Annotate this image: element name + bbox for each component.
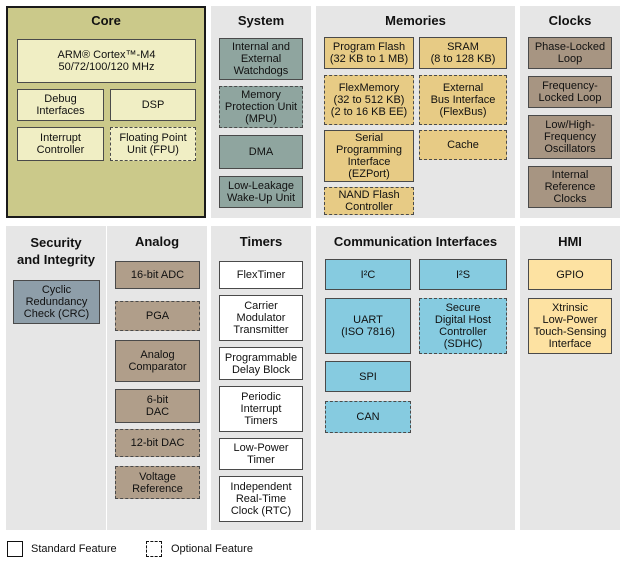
i2c-block: I²C xyxy=(325,259,411,290)
security-panel: Security and Integrity Cyclic Redundancy… xyxy=(6,226,106,530)
voltage-reference-block: Voltage Reference xyxy=(115,466,200,499)
carrier-modulator-transmitter-block: Carrier Modulator Transmitter xyxy=(219,295,303,341)
hmi-title: HMI xyxy=(558,234,582,249)
hmi-panel: HMI GPIO Xtrinsic Low-Power Touch-Sensin… xyxy=(520,226,620,530)
watchdogs-block: Internal and External Watchdogs xyxy=(219,38,303,80)
rtc-block: Independent Real-Time Clock (RTC) xyxy=(219,476,303,522)
programmable-delay-block: Programmable Delay Block xyxy=(219,347,303,380)
analog-panel: Analog 16-bit ADC PGA Analog Comparator … xyxy=(107,226,207,530)
communication-panel: Communication Interfaces I²C I²S UART (I… xyxy=(316,226,515,530)
analog-comparator-block: Analog Comparator xyxy=(115,340,200,382)
ezport-block: Serial Programming Interface (EZPort) xyxy=(324,130,414,182)
internal-reference-clocks-block: Internal Reference Clocks xyxy=(528,166,612,208)
can-block: CAN xyxy=(325,401,411,433)
fpu-block: Floating Point Unit (FPU) xyxy=(110,127,196,161)
program-flash-block: Program Flash (32 KB to 1 MB) xyxy=(324,37,414,69)
flexbus-block: External Bus Interface (FlexBus) xyxy=(419,75,507,125)
memories-panel: Memories Program Flash (32 KB to 1 MB) S… xyxy=(316,6,515,218)
fll-block: Frequency- Locked Loop xyxy=(528,76,612,108)
timers-title: Timers xyxy=(239,234,283,249)
standard-feature-swatch xyxy=(7,541,23,557)
system-panel: System Internal and External Watchdogs M… xyxy=(211,6,311,218)
touch-sensing-interface-block: Xtrinsic Low-Power Touch-Sensing Interfa… xyxy=(528,298,612,354)
flextimer-block: FlexTimer xyxy=(219,261,303,289)
nand-flash-controller-block: NAND Flash Controller xyxy=(324,187,414,215)
oscillators-block: Low/High- Frequency Oscillators xyxy=(528,115,612,159)
memories-title: Memories xyxy=(385,13,446,28)
i2s-block: I²S xyxy=(419,259,507,290)
sram-block: SRAM (8 to 128 KB) xyxy=(419,37,507,69)
arm-cortex-m4-block: ARM® Cortex™-M4 50/72/100/120 MHz xyxy=(17,39,196,83)
crc-block: Cyclic Redundancy Check (CRC) xyxy=(13,280,100,324)
standard-feature-label: Standard Feature xyxy=(31,543,117,555)
low-power-timer-block: Low-Power Timer xyxy=(219,438,303,470)
dsp-block: DSP xyxy=(110,89,196,121)
core-panel: Core ARM® Cortex™-M4 50/72/100/120 MHz D… xyxy=(6,6,206,218)
clocks-title: Clocks xyxy=(548,13,592,28)
security-title: Security and Integrity xyxy=(16,235,95,267)
dac-6bit-block: 6-bit DAC xyxy=(115,389,200,423)
flexmemory-block: FlexMemory (32 to 512 KB) (2 to 16 KB EE… xyxy=(324,75,414,125)
sdhc-block: Secure Digital Host Controller (SDHC) xyxy=(419,298,507,354)
cache-block: Cache xyxy=(419,130,507,160)
dac-12bit-block: 12-bit DAC xyxy=(115,429,200,457)
communication-title: Communication Interfaces xyxy=(333,234,498,249)
uart-block: UART (ISO 7816) xyxy=(325,298,411,354)
mpu-block: Memory Protection Unit (MPU) xyxy=(219,86,303,128)
system-title: System xyxy=(237,13,285,28)
timers-panel: Timers FlexTimer Carrier Modulator Trans… xyxy=(211,226,311,530)
clocks-panel: Clocks Phase-Locked Loop Frequency- Lock… xyxy=(520,6,620,218)
debug-interfaces-block: Debug Interfaces xyxy=(17,89,104,121)
periodic-interrupt-timers-block: Periodic Interrupt Timers xyxy=(219,386,303,432)
pga-block: PGA xyxy=(115,301,200,331)
pll-block: Phase-Locked Loop xyxy=(528,37,612,69)
analog-title: Analog xyxy=(134,234,180,249)
gpio-block: GPIO xyxy=(528,259,612,290)
adc-16bit-block: 16-bit ADC xyxy=(115,261,200,289)
spi-block: SPI xyxy=(325,361,411,392)
wakeup-unit-block: Low-Leakage Wake-Up Unit xyxy=(219,176,303,208)
core-title: Core xyxy=(91,13,121,28)
interrupt-controller-block: Interrupt Controller xyxy=(17,127,104,161)
optional-feature-label: Optional Feature xyxy=(171,543,253,555)
optional-feature-swatch xyxy=(146,541,162,557)
dma-block: DMA xyxy=(219,135,303,169)
